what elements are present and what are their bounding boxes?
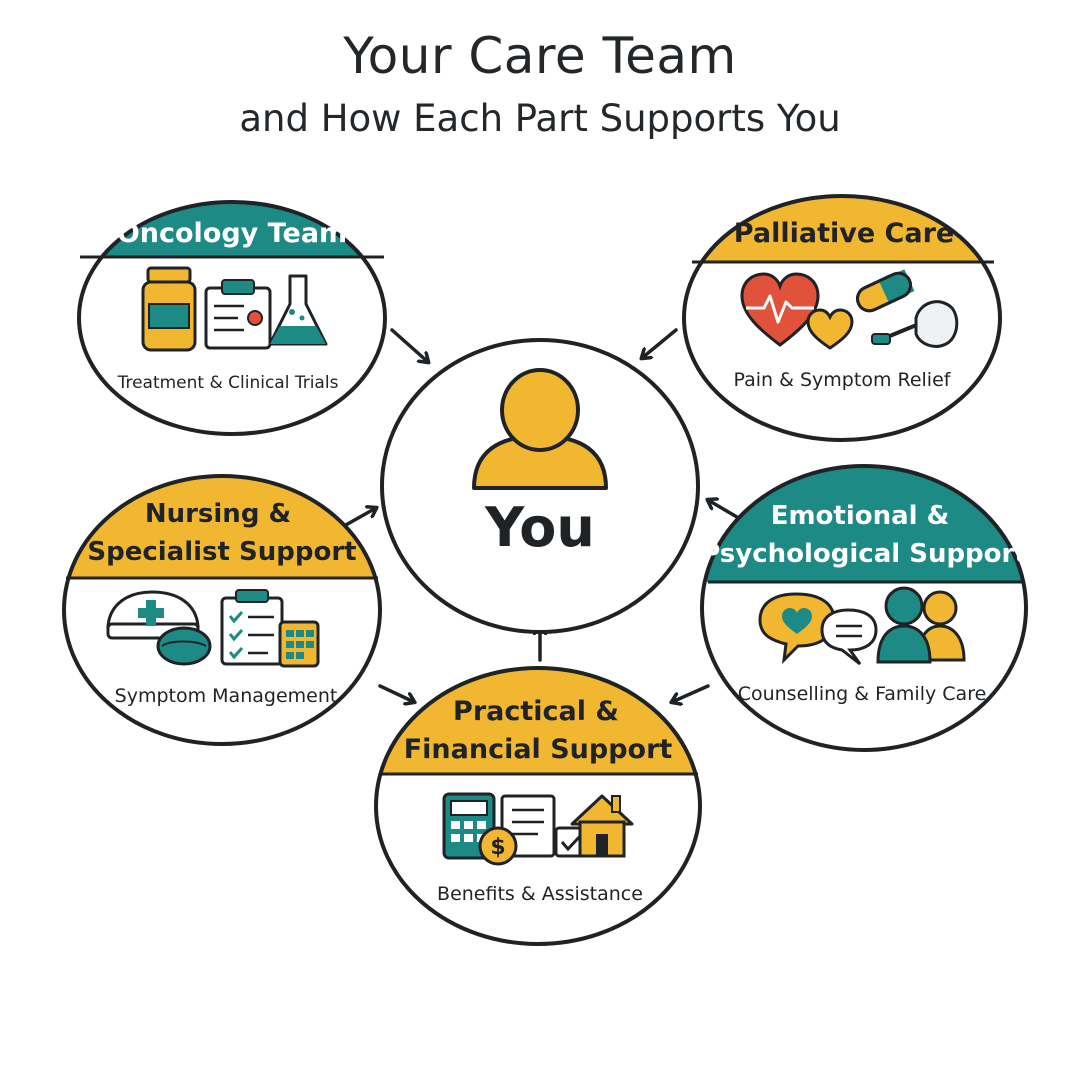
pill-bottle-icon	[141, 266, 197, 352]
heartbeat-icon	[740, 272, 820, 347]
node-title-line-1: Emotional &	[771, 501, 950, 531]
node-title: Oncology Team	[117, 218, 347, 249]
speech-bubble-heart-icon	[758, 592, 836, 665]
center-node-you: You	[380, 338, 700, 634]
family-icon	[876, 586, 966, 664]
page-subtitle: and How Each Part Supports You	[239, 97, 841, 140]
arrow-oncology-to-you	[390, 328, 428, 362]
node-title-line-1: Practical &	[453, 696, 619, 727]
connector-arrows	[342, 328, 744, 702]
node-palliative-care: Palliative Care Pain & Symptom Relief	[682, 194, 1002, 442]
checklist-icon	[220, 589, 284, 666]
node-oncology-team: Oncology Team Treatment & Clinica	[77, 200, 387, 436]
person-icon	[472, 368, 608, 490]
node-nursing-specialist-support: Nursing & Specialist Support	[62, 474, 382, 746]
heart-icon	[806, 308, 854, 350]
clipboard-icon	[204, 279, 272, 350]
svg-text:$: $	[490, 835, 505, 860]
node-caption: Treatment & Clinical Trials	[117, 373, 339, 393]
calendar-icon	[278, 620, 320, 668]
center-label: You	[484, 496, 595, 559]
speech-bubble-icon	[820, 608, 878, 666]
node-practical-financial-support: Practical & Financial Support	[374, 666, 702, 946]
node-caption: Symptom Management	[115, 685, 338, 707]
dollar-coin-icon: $	[478, 826, 518, 866]
node-caption: Counselling & Family Care	[738, 683, 987, 705]
capsule-icon	[855, 269, 915, 313]
node-title-line-2: Psychological Support	[701, 539, 1027, 569]
arrow-nursing-to-you	[342, 508, 376, 528]
arrow-emotional-to-you	[708, 500, 744, 522]
node-caption: Benefits & Assistance	[437, 883, 643, 905]
house-icon	[570, 794, 634, 858]
node-title-line-2: Specialist Support	[87, 537, 356, 567]
arrow-emotional-to-practical	[672, 684, 710, 702]
node-title: Palliative Care	[734, 218, 954, 249]
node-emotional-psychological-support: Emotional & Psychological Support Counse…	[700, 464, 1028, 752]
inhaler-icon	[871, 300, 959, 348]
arrow-palliative-to-you	[642, 328, 678, 358]
page-title: Your Care Team	[343, 27, 737, 85]
arrow-nursing-to-practical	[378, 684, 414, 702]
node-title-line-1: Nursing &	[145, 499, 291, 529]
node-caption: Pain & Symptom Relief	[734, 369, 952, 391]
flask-icon	[268, 274, 328, 346]
node-title-line-2: Financial Support	[404, 734, 673, 765]
nurse-cap-icon	[106, 590, 212, 666]
